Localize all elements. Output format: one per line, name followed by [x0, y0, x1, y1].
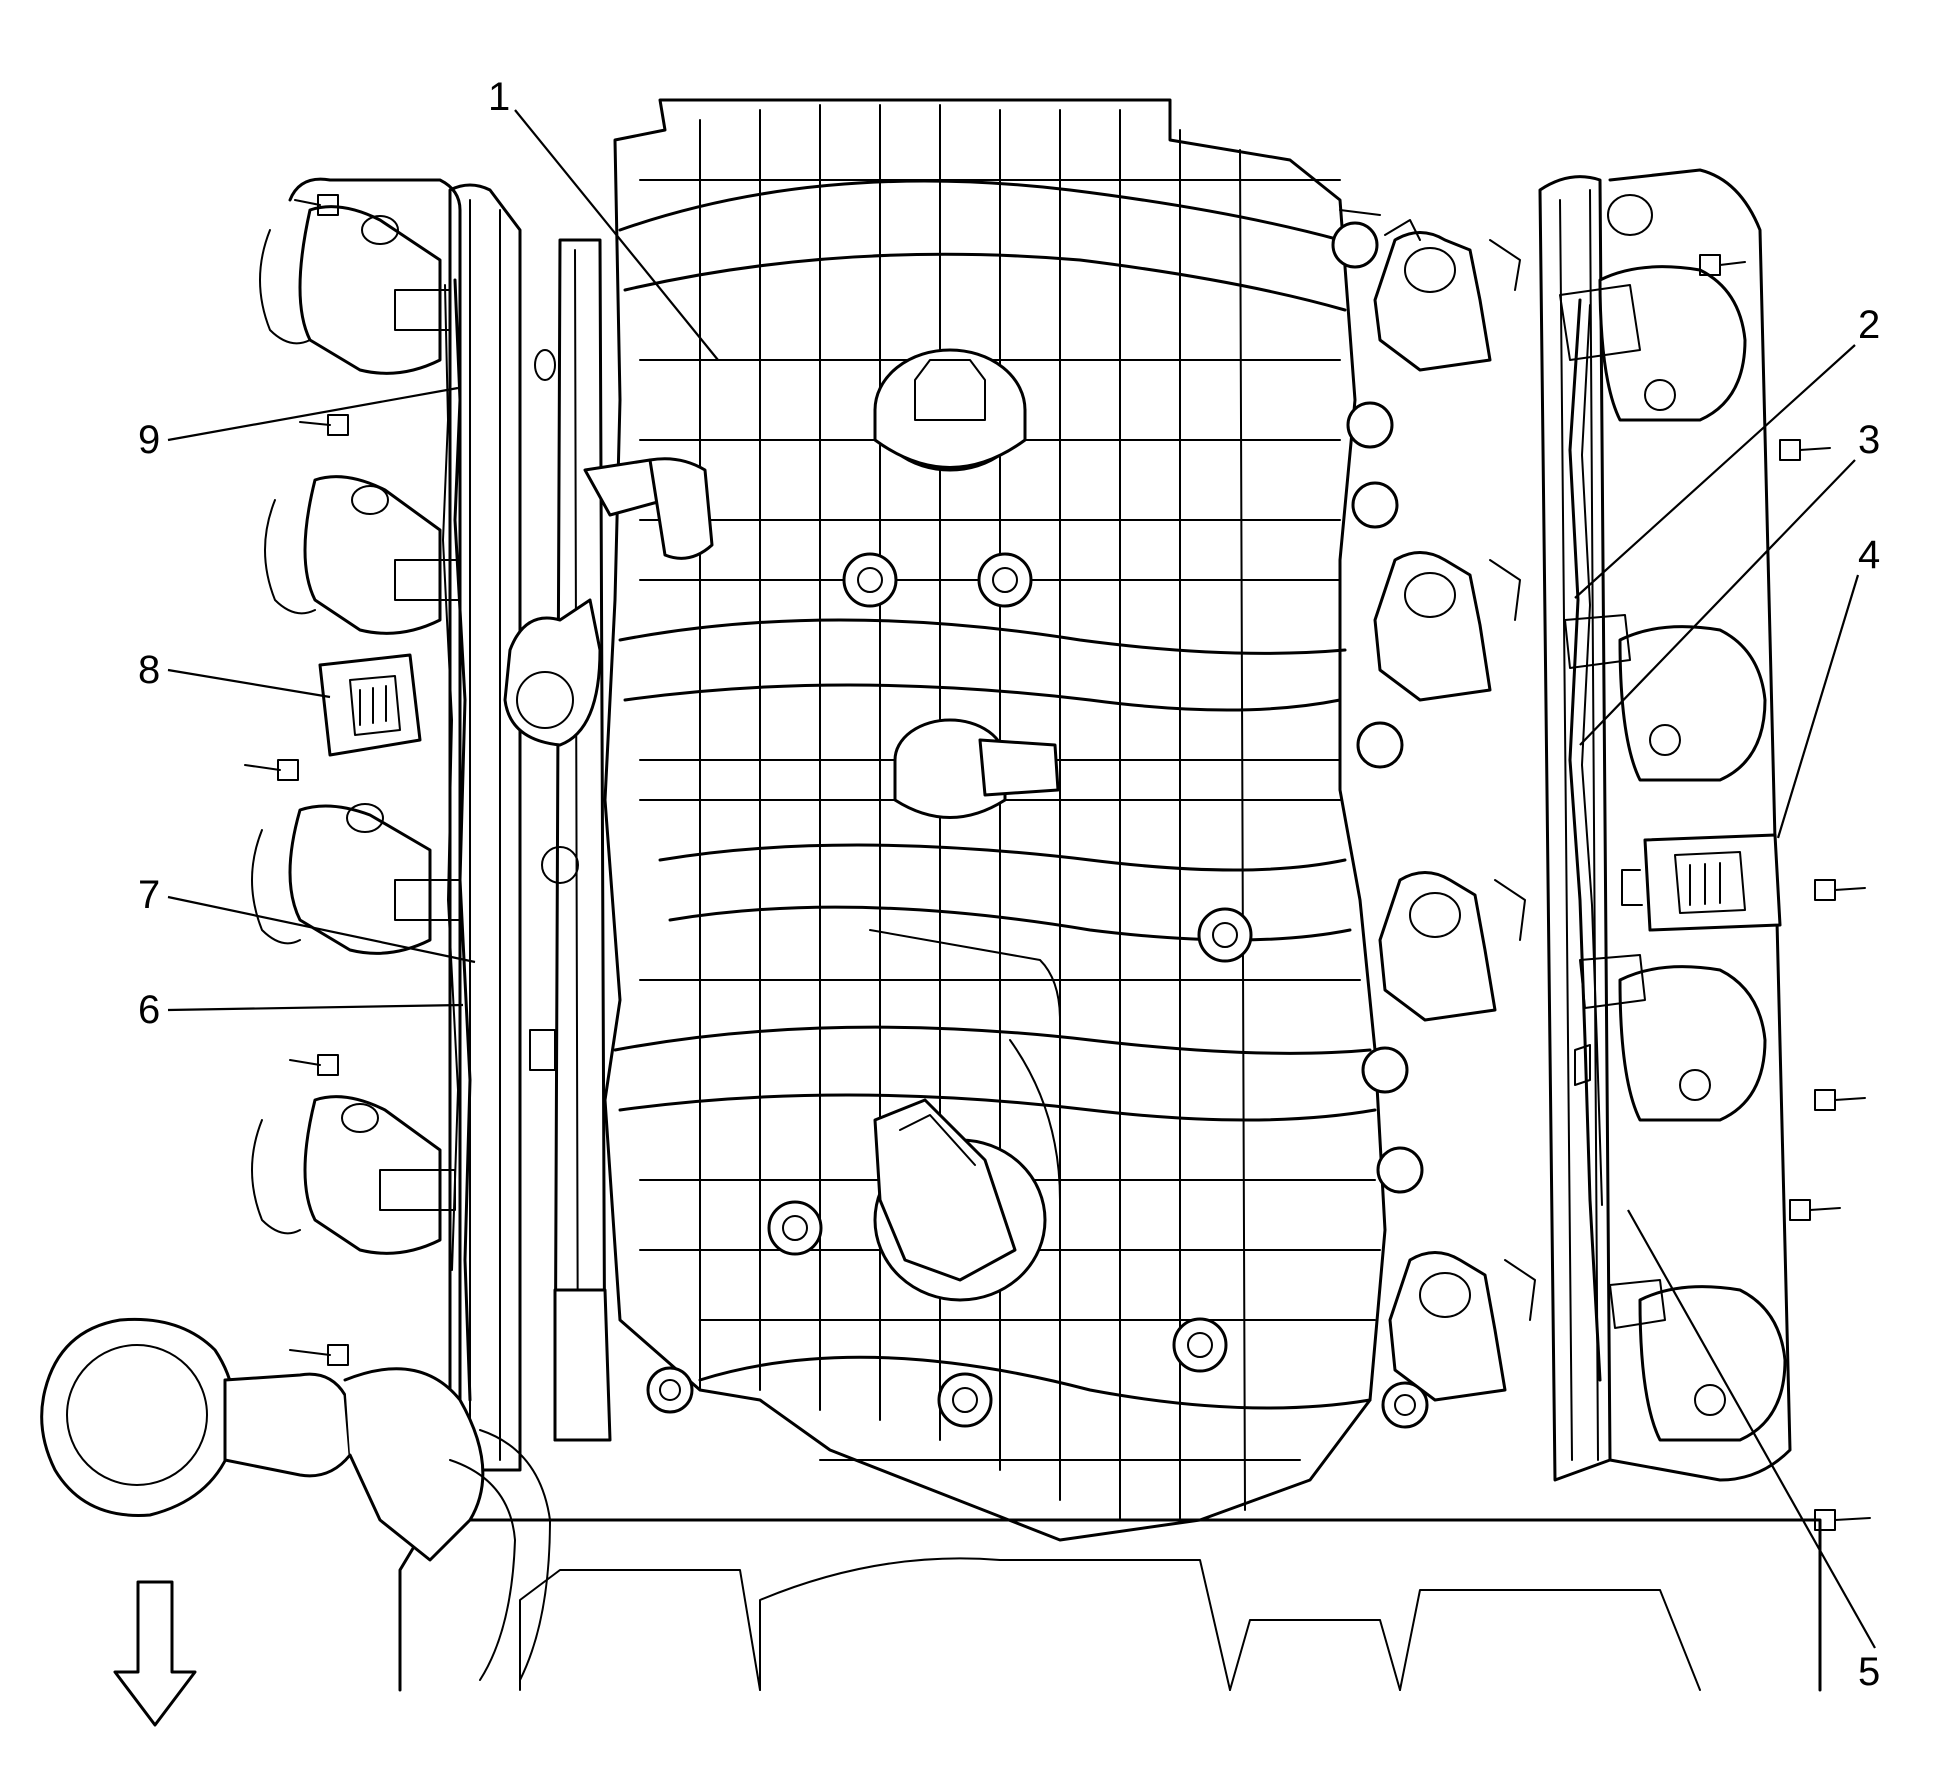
right-injector-1	[1373, 231, 1521, 372]
right-coil-3	[1579, 954, 1767, 1122]
leader-8	[167, 668, 331, 699]
left-ignition-coils	[251, 205, 461, 1255]
callout-8: 8	[138, 648, 160, 692]
leader-4	[1776, 574, 1860, 839]
leader-7	[167, 895, 476, 964]
right-studs	[1699, 254, 1871, 1531]
left-fuel-rail	[503, 238, 612, 1442]
oil-fill-cap	[40, 1317, 551, 1681]
leader-5	[1627, 1209, 1876, 1649]
right-fuel-injectors	[1331, 209, 1536, 1402]
left-coil-2	[264, 475, 461, 635]
callout-1: 1	[488, 75, 510, 119]
left-harness-connector	[318, 653, 422, 757]
manifold-side-sensor	[583, 457, 714, 560]
callout-2: 2	[1858, 303, 1880, 347]
leader-1	[514, 109, 719, 361]
left-coil-1	[259, 205, 451, 375]
leader-9	[167, 386, 459, 442]
manifold-pcv-valve	[893, 718, 1060, 819]
right-coil-4	[1609, 1279, 1787, 1442]
leader-2	[1574, 344, 1856, 599]
callout-7: 7	[138, 873, 160, 917]
right-coil-1	[1559, 194, 1747, 422]
left-coil-3	[251, 803, 461, 955]
right-coil-2	[1564, 614, 1767, 782]
callout-6: 6	[138, 988, 160, 1032]
right-valve-cover	[1538, 168, 1792, 1482]
engine-block-outline	[398, 1518, 1822, 1692]
left-studs	[244, 194, 349, 1366]
left-wiring-harness	[442, 278, 472, 1402]
right-wiring-harness	[1568, 298, 1603, 1382]
callout-leaders	[167, 109, 1876, 1649]
callout-3: 3	[1858, 418, 1880, 462]
callout-9: 9	[138, 418, 160, 462]
callout-4: 4	[1858, 533, 1880, 577]
left-valve-cover	[288, 177, 522, 1472]
leader-3	[1579, 459, 1856, 746]
right-injector-2	[1373, 551, 1521, 702]
callout-5: 5	[1858, 1650, 1880, 1694]
leader-6	[167, 1003, 464, 1012]
right-harness-connector	[1621, 833, 1782, 932]
callout-labels: 1 2 3 4 5 6 7 8 9	[138, 75, 1880, 1694]
manifold-sensor-top	[873, 348, 1027, 472]
intake-manifold	[583, 98, 1429, 1542]
left-coil-4	[251, 1095, 456, 1255]
right-injector-4	[1388, 1251, 1536, 1402]
front-direction-arrow	[113, 1580, 197, 1727]
manifold-bolts	[646, 552, 1429, 1429]
right-injector-3	[1378, 871, 1526, 1022]
manifold-lower-sensor	[873, 1039, 1061, 1302]
